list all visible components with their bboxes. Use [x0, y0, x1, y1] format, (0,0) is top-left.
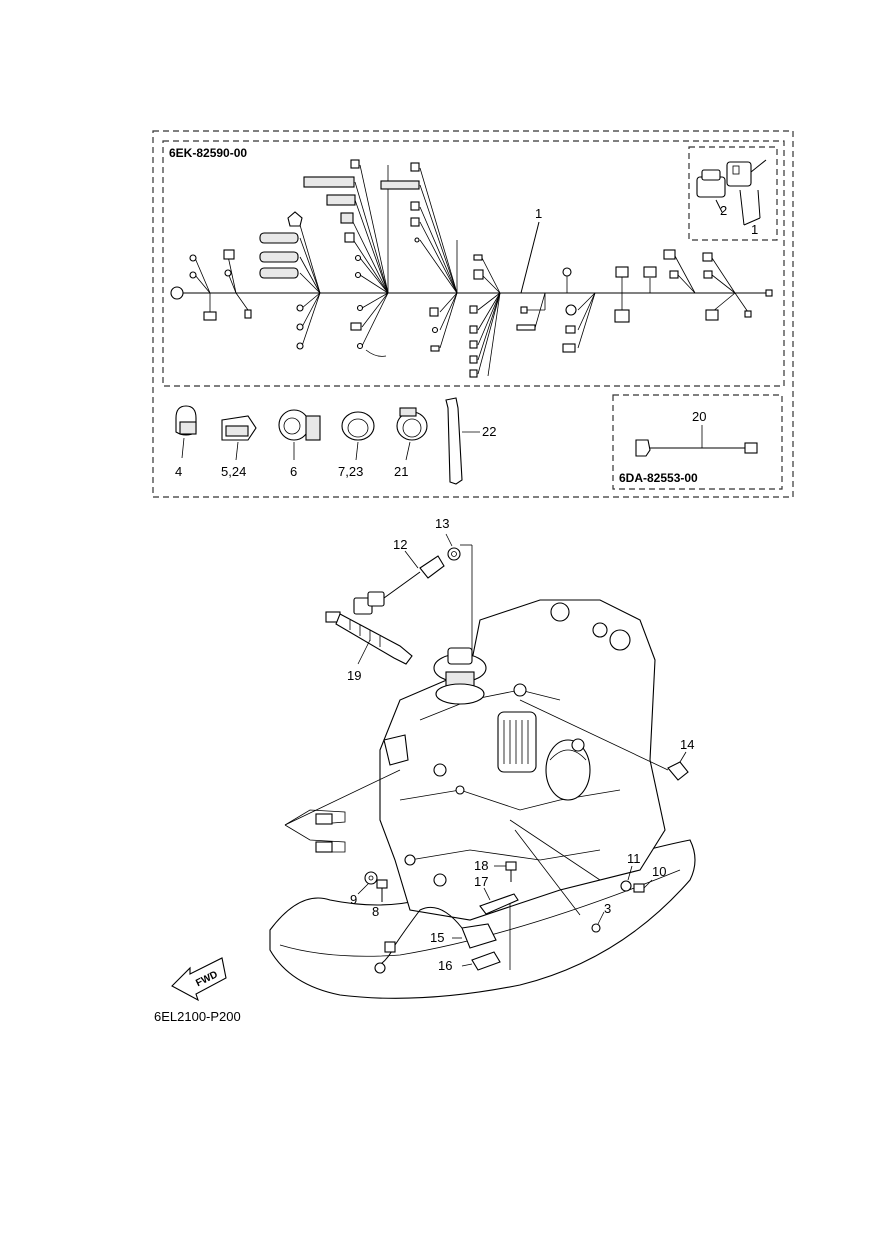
callout-16: 16 — [438, 958, 452, 973]
switch-14: 14 — [667, 737, 694, 781]
cable-tie-22: 22 — [445, 397, 496, 485]
sensor-12: 12 — [353, 537, 445, 615]
clamp-row: 4 5,24 6 7,23 21 — [175, 397, 758, 485]
clamp-5-24: 5,24 — [221, 415, 257, 479]
small-parts: 12 13 19 14 — [325, 516, 694, 974]
callout-14: 14 — [680, 737, 694, 752]
gasket-16: 16 — [438, 951, 501, 973]
screw-3: 3 — [591, 901, 611, 933]
wire-harness: 1 — [170, 159, 773, 378]
sub-harness-code: 6DA-82553-00 — [619, 471, 698, 485]
callout-2: 2 — [720, 203, 727, 218]
bolt-8: 8 — [372, 879, 388, 919]
unit-15: 15 — [374, 906, 497, 974]
callout-1-inset: 1 — [751, 222, 758, 237]
callout-11: 11 — [627, 851, 641, 866]
bolt-18: 18 — [474, 858, 517, 882]
callout-20: 20 — [692, 409, 706, 424]
clamp-6: 6 — [278, 409, 321, 479]
harness-panel: 6EK-82590-00 6DA-82553-00 — [152, 130, 794, 498]
connector-inset: 2 1 — [696, 159, 767, 237]
bracket-17: 17 — [474, 874, 519, 915]
callout-3: 3 — [604, 901, 611, 916]
callout-13: 13 — [435, 516, 449, 531]
callout-9: 9 — [350, 892, 357, 907]
clamp-21: 21 — [394, 407, 428, 479]
bolt-10: 10 — [633, 864, 666, 893]
callout-12: 12 — [393, 537, 407, 552]
callout-19: 19 — [347, 668, 361, 683]
callout-10: 10 — [652, 864, 666, 879]
clamp-4: 4 — [175, 405, 197, 479]
figure-code: 6EL2100-P200 — [154, 1009, 241, 1024]
callout-7-23: 7,23 — [338, 464, 363, 479]
main-harness-code: 6EK-82590-00 — [169, 146, 247, 160]
washer-13: 13 — [435, 516, 461, 561]
callout-17: 17 — [474, 874, 488, 889]
sensor-19: 19 — [325, 611, 413, 683]
callout-21: 21 — [394, 464, 408, 479]
clamp-7-23: 7,23 — [338, 411, 375, 479]
washer-9: 9 — [350, 871, 378, 907]
callout-15: 15 — [430, 930, 444, 945]
forward-arrow: FWD — [171, 957, 227, 1002]
washer-11: 11 — [620, 851, 641, 892]
callout-22: 22 — [482, 424, 496, 439]
callout-18: 18 — [474, 858, 488, 873]
callout-8: 8 — [372, 904, 379, 919]
callout-6: 6 — [290, 464, 297, 479]
sub-harness-20: 20 — [635, 409, 758, 457]
engine-assembly — [269, 544, 696, 999]
callout-4: 4 — [175, 464, 182, 479]
callout-1: 1 — [535, 206, 542, 221]
callout-5-24: 5,24 — [221, 464, 246, 479]
